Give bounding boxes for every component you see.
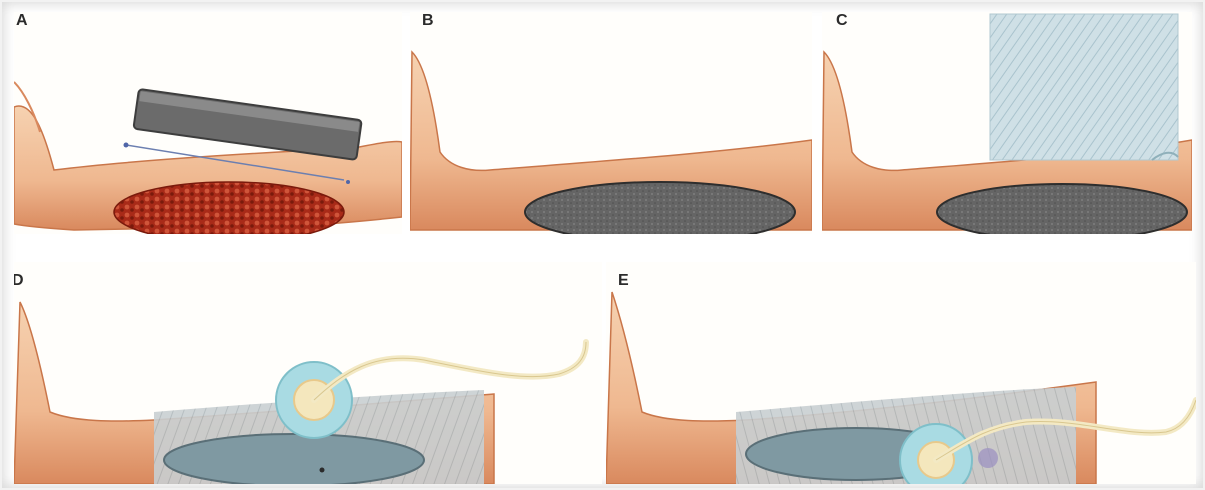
panel-b: B xyxy=(410,12,812,234)
leg-illustration-e xyxy=(606,262,1196,484)
leg-illustration-c xyxy=(822,12,1192,234)
foam-dressing xyxy=(133,89,361,160)
leg-illustration-d xyxy=(14,262,602,484)
panel-label-b: B xyxy=(422,12,434,30)
leg-illustration-a xyxy=(14,12,402,234)
panel-label-e: E xyxy=(618,272,629,290)
panel-a: A xyxy=(14,12,402,234)
foam-under-drape-d xyxy=(164,434,424,484)
panel-label-d: D xyxy=(14,272,24,290)
suction-tubing-d xyxy=(314,342,586,400)
panel-label-c: C xyxy=(836,12,848,30)
panel-e: E xyxy=(606,262,1196,484)
panel-c: C xyxy=(822,12,1192,234)
foam-in-wound xyxy=(525,182,795,234)
foam-in-wound-c xyxy=(937,184,1187,234)
panel-label-a: A xyxy=(16,12,28,30)
leg-illustration-b xyxy=(410,12,812,234)
panel-d: D xyxy=(14,262,602,484)
adhesive-drape xyxy=(990,14,1178,160)
